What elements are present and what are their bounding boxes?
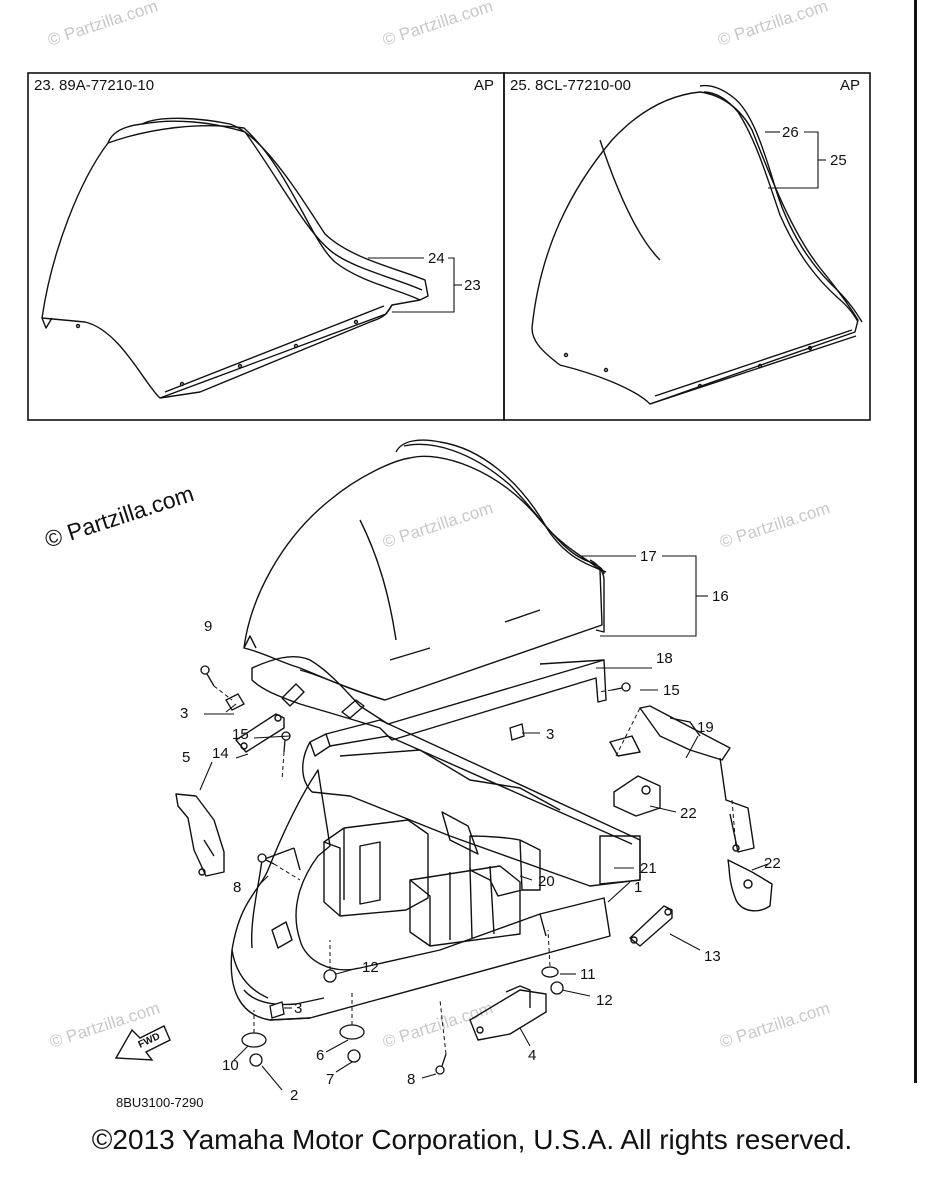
callout-14: 14: [212, 745, 229, 762]
callout-4: 4: [528, 1047, 536, 1064]
callout-23: 23: [464, 277, 481, 294]
hardware: [200, 665, 631, 1075]
callout-13: 13: [704, 948, 721, 965]
callout-22a: 22: [680, 805, 697, 822]
watermark: © Partzilla.com: [717, 998, 832, 1051]
leader-lines-top-left: [368, 257, 462, 313]
copyright-notice: ©2013 Yamaha Motor Corporation, U.S.A. A…: [91, 1124, 853, 1155]
main-windshield-16: [243, 439, 607, 701]
windshield-23-drawing: [41, 117, 429, 399]
callout-16: 16: [712, 588, 729, 605]
watermark-group: © Partzilla.com © Partzilla.com © Partzi…: [42, 0, 833, 1052]
bracket-19-22: [609, 705, 773, 912]
watermark: © Partzilla.com: [715, 0, 830, 50]
callout-15a: 15: [663, 682, 680, 699]
watermark: © Partzilla.com: [380, 0, 495, 50]
callout-3c: 3: [294, 1000, 302, 1017]
callout-15b: 15: [232, 726, 249, 743]
callout-11: 11: [580, 966, 596, 983]
duct-20-21: [469, 835, 641, 897]
panel-left-frame: [27, 72, 505, 421]
callout-19: 19: [697, 719, 714, 736]
callout-6: 6: [316, 1047, 324, 1064]
alt-windshield-panels: [27, 72, 871, 421]
duct-14: [302, 719, 641, 887]
panel-left-tag: AP: [474, 77, 494, 94]
bracket-5: [175, 793, 225, 877]
leader-lines-main: [199, 555, 769, 1091]
leader-lines-top-right: [765, 131, 826, 189]
watermark: © Partzilla.com: [717, 498, 832, 551]
callout-3b: 3: [546, 726, 554, 743]
callout-8a: 8: [233, 879, 241, 896]
callout-2: 2: [290, 1087, 298, 1104]
callout-26: 26: [782, 124, 799, 141]
callout-12a: 12: [362, 959, 379, 976]
meter-panel: [323, 819, 521, 947]
callout-25: 25: [830, 152, 847, 169]
callout-17: 17: [640, 548, 657, 565]
callout-9: 9: [204, 618, 212, 635]
bracket-14: [235, 713, 285, 753]
watermark: © Partzilla.com: [45, 0, 160, 50]
watermark: © Partzilla.com: [380, 998, 495, 1051]
fwd-arrow-icon: FWD: [114, 1025, 171, 1061]
callout-18: 18: [656, 650, 673, 667]
callout-10: 10: [222, 1057, 239, 1074]
callout-1: 1: [634, 879, 642, 896]
callout-7: 7: [326, 1071, 334, 1088]
panel-right-title: 25. 8CL-77210-00: [510, 77, 631, 94]
bracket-4: [469, 985, 547, 1041]
callout-8b: 8: [407, 1071, 415, 1088]
callout-21: 21: [640, 860, 657, 877]
bracket-13: [629, 905, 673, 947]
panel-left-title: 23. 89A-77210-10: [34, 77, 154, 94]
cowling-bracket-1: [230, 769, 611, 1021]
callout-20: 20: [538, 873, 555, 890]
panel-right-frame: [503, 72, 871, 421]
callout-22b: 22: [764, 855, 781, 872]
alignment-lines: [213, 685, 737, 1055]
callout-3a: 3: [180, 705, 188, 722]
diagram-code: 8BU3100-7290: [116, 1095, 203, 1110]
watermark: © Partzilla.com: [380, 498, 495, 551]
callout-24: 24: [428, 250, 445, 267]
callouts-main: 17 16 18 15 9 3 3 15 14 5 19 22 22 21 20…: [180, 548, 781, 1104]
page-border-line: [914, 0, 917, 1083]
panel-right-tag: AP: [840, 77, 860, 94]
callout-12b: 12: [596, 992, 613, 1009]
windshield-stay-18: [251, 656, 607, 741]
callout-5: 5: [182, 749, 190, 766]
windshield-25-drawing: [531, 84, 863, 405]
watermark-main: © Partzilla.com: [42, 480, 197, 553]
